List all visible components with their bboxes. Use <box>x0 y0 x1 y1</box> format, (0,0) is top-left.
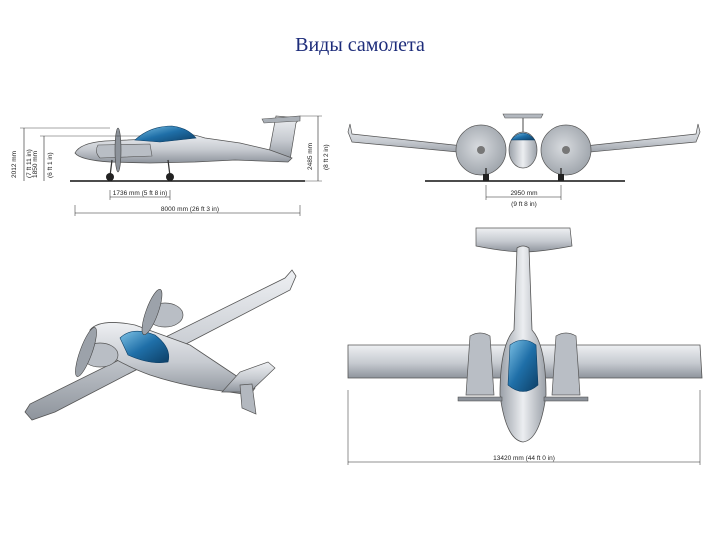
side-height-cabin: 1850 mm <box>32 151 39 178</box>
side-height-tail: 2485 mm <box>307 143 314 170</box>
side-height-total-in: (7 ft 11 in) <box>26 149 33 178</box>
side-wheelbase: 1736 mm (5 ft 8 in) <box>113 190 168 197</box>
front-t-tail <box>502 113 544 119</box>
side-canopy <box>134 125 197 143</box>
side-nose-wheel <box>106 173 114 181</box>
side-height-cabin-in: (6 ft 1 in) <box>47 152 54 178</box>
persp-right-propeller <box>141 289 163 335</box>
top-view: 13420 mm (44 ft 0 in) <box>347 227 703 465</box>
side-height-tail-in: (8 ft 2 in) <box>323 144 330 170</box>
top-left-propeller <box>457 396 503 402</box>
top-span: 13420 mm (44 ft 0 in) <box>493 455 555 462</box>
side-t-tail <box>261 115 301 124</box>
side-main-wheel <box>166 173 174 181</box>
front-view: 2950 mm (9 ft 8 in) <box>347 113 701 208</box>
top-right-nacelle <box>551 332 581 396</box>
front-canopy <box>510 132 536 141</box>
side-propeller <box>114 127 122 173</box>
side-view: 2012 mm (7 ft 11 in) 1850 mm (6 ft 1 in)… <box>11 115 330 216</box>
front-track: 2950 mm <box>510 190 537 197</box>
side-length: 8000 mm (26 ft 3 in) <box>161 206 219 213</box>
top-left-nacelle <box>465 332 495 396</box>
persp-vertical-tail <box>239 383 257 415</box>
persp-left-propeller <box>75 327 97 377</box>
top-canopy <box>507 339 539 392</box>
side-height-total: 2012 mm <box>11 151 18 178</box>
perspective-view <box>24 269 297 421</box>
front-track-in: (9 ft 8 in) <box>511 201 537 208</box>
slide-title: Виды самолета <box>295 34 425 56</box>
persp-canopy <box>119 330 169 363</box>
top-right-propeller <box>543 396 589 402</box>
side-nacelle <box>96 143 153 159</box>
